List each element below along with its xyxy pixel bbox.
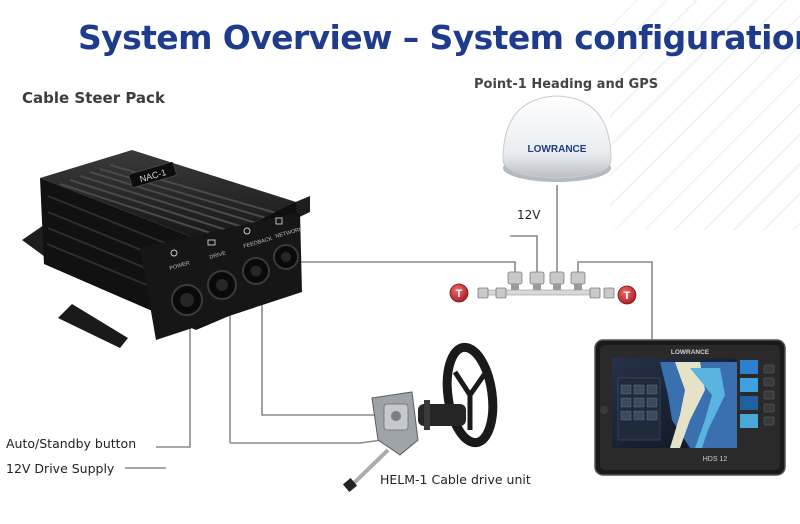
display-cable [577,261,653,340]
drive-cable [261,290,380,416]
port-label-power: POWER [169,260,191,272]
steering-wheel [442,342,498,448]
gps-antenna: LOWRANCE [502,95,612,182]
svg-text:T: T [456,288,463,300]
background-decoration [610,0,800,230]
gps-label: Point-1 Heading and GPS [474,77,659,92]
auto-standby-cable [156,312,191,448]
drive-icon [207,239,216,246]
port-label-drive: DRIVE [209,250,227,260]
terminator-left: T [449,283,469,303]
display-brand-text: LOWRANCE [671,349,710,356]
backbone-plug [477,287,489,299]
power-12v-label: 12V [517,208,541,222]
power-icon [170,249,178,257]
cables [125,185,653,469]
svg-text:T: T [624,290,631,302]
network-cable [300,261,516,272]
auto-standby-label: Auto/Standby button [6,436,137,451]
hds-display: LOWRANCE [594,339,786,476]
backbone-plug [603,287,615,299]
t-connector [507,271,523,285]
power-drop-cable [510,235,538,272]
backbone-plug [589,287,601,299]
nac-1-unit: NAC-1 POWER DRIVE FEEDBACK NETWORK [22,150,310,348]
page-title: System Overview – System configuration [78,18,800,57]
helm-label: HELM-1 Cable drive unit [380,472,531,487]
t-connector [529,271,545,285]
network-icon [275,217,283,225]
cable-steer-pack-label: Cable Steer Pack [22,89,165,107]
display-model-text: HDS 12 [703,456,728,463]
feedback-icon [243,227,251,235]
cable-push-rod [352,448,390,485]
network-backbone: T T [449,271,637,305]
t-connector [570,271,586,285]
t-connector [549,271,565,285]
terminator-right: T [617,285,637,305]
gps-brand-text: LOWRANCE [528,144,587,155]
backbone-plug [495,287,507,299]
helm-1-drive-unit [342,342,498,493]
drive-supply-label: 12V Drive Supply [6,461,115,476]
feedback-cable [230,439,383,444]
